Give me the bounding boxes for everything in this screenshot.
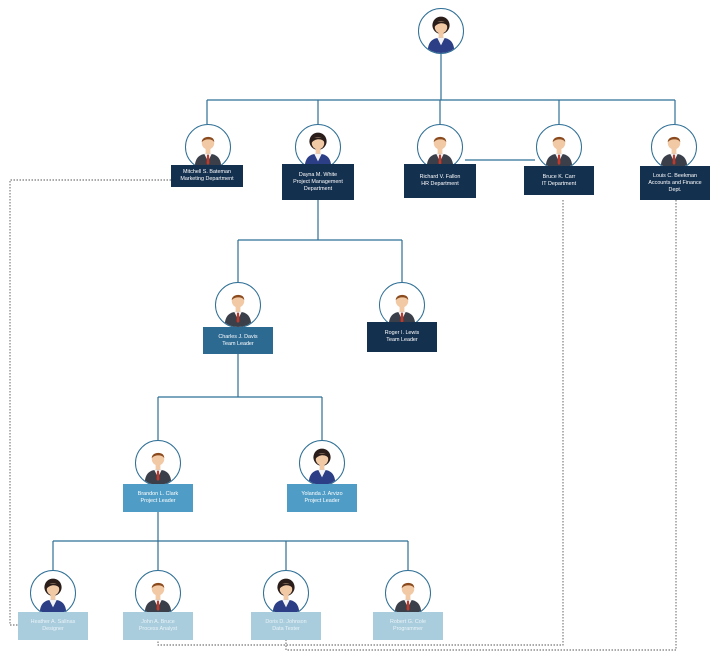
- label-box: John A. Bruce Process Analyst: [123, 612, 193, 640]
- person-name: Brandon L. Clark: [137, 491, 179, 497]
- female-person-icon: [299, 440, 345, 486]
- person-name: Louis C. Beekman: [652, 172, 698, 179]
- person-name: Yolanda J. Arvizo: [301, 491, 343, 497]
- label-box: Louis C. Beekman Accounts and Finance De…: [640, 166, 710, 200]
- label-box: Heather A. Salinas Designer: [18, 612, 88, 640]
- female-person-icon: [30, 570, 76, 616]
- dotted-link-finance: [285, 200, 677, 651]
- person-role: Designer: [42, 626, 64, 632]
- person-name: Heather A. Salinas: [30, 619, 76, 625]
- person-name: John A. Bruce: [141, 619, 175, 625]
- person-role: Team Leader: [222, 340, 254, 347]
- male-person-icon: [536, 124, 582, 170]
- label-box: Dayna M. White Project Management Depart…: [282, 164, 354, 200]
- female-person-icon: [263, 570, 309, 616]
- dotted-link-it: [157, 200, 564, 646]
- person-name: Mitchell S. Bateman: [183, 169, 231, 175]
- male-person-icon: [379, 282, 425, 328]
- label-box: Charles J. Davis Team Leader: [203, 327, 273, 354]
- label-box: Richard V. Fallon HR Department: [404, 164, 476, 198]
- person-role: Accounts and Finance Dept.: [648, 179, 702, 193]
- person-role: Marketing Department: [180, 176, 234, 182]
- female-person-icon: [418, 8, 464, 54]
- male-person-icon: [385, 570, 431, 616]
- male-person-icon: [185, 124, 231, 170]
- label-box: Doris D. Johnson Data Tester: [251, 612, 321, 640]
- dotted-link-marketing: [9, 179, 171, 626]
- male-person-icon: [651, 124, 697, 170]
- person-role: Data Tester: [272, 626, 300, 632]
- solid-connectors: [52, 54, 676, 570]
- label-box: Yolanda J. Arvizo Project Leader: [287, 484, 357, 512]
- label-box: Robert G. Cole Programmer: [373, 612, 443, 640]
- person-role: Project Management Department: [293, 178, 343, 192]
- dotted-connectors: [9, 179, 677, 651]
- person-name: Doris D. Johnson: [265, 619, 307, 625]
- person-name: Dayna M. White: [298, 171, 338, 178]
- label-box: Brandon L. Clark Project Leader: [123, 484, 193, 512]
- person-name: Richard V. Fallon: [419, 174, 461, 180]
- label-box: Roger I. Lewis Team Leader: [367, 322, 437, 352]
- person-role: IT Department: [541, 180, 577, 187]
- male-person-icon: [135, 570, 181, 616]
- person-name: Robert G. Cole: [390, 619, 426, 625]
- female-person-icon: [295, 124, 341, 170]
- person-role: Team Leader: [386, 337, 418, 343]
- person-name: Bruce K. Carr: [542, 173, 576, 180]
- label-box: Bruce K. Carr IT Department: [524, 166, 594, 195]
- person-role: Project Leader: [304, 498, 340, 504]
- label-box: Mitchell S. Bateman Marketing Department: [171, 165, 243, 187]
- person-name: Roger I. Lewis: [384, 330, 420, 336]
- person-role: HR Department: [421, 181, 459, 187]
- person-role: Process Analyst: [138, 626, 178, 632]
- male-person-icon: [135, 440, 181, 486]
- person-name: Charles J. Davis: [218, 333, 258, 340]
- person-role: Project Leader: [140, 498, 176, 504]
- male-person-icon: [215, 282, 261, 328]
- person-role: Programmer: [393, 626, 423, 632]
